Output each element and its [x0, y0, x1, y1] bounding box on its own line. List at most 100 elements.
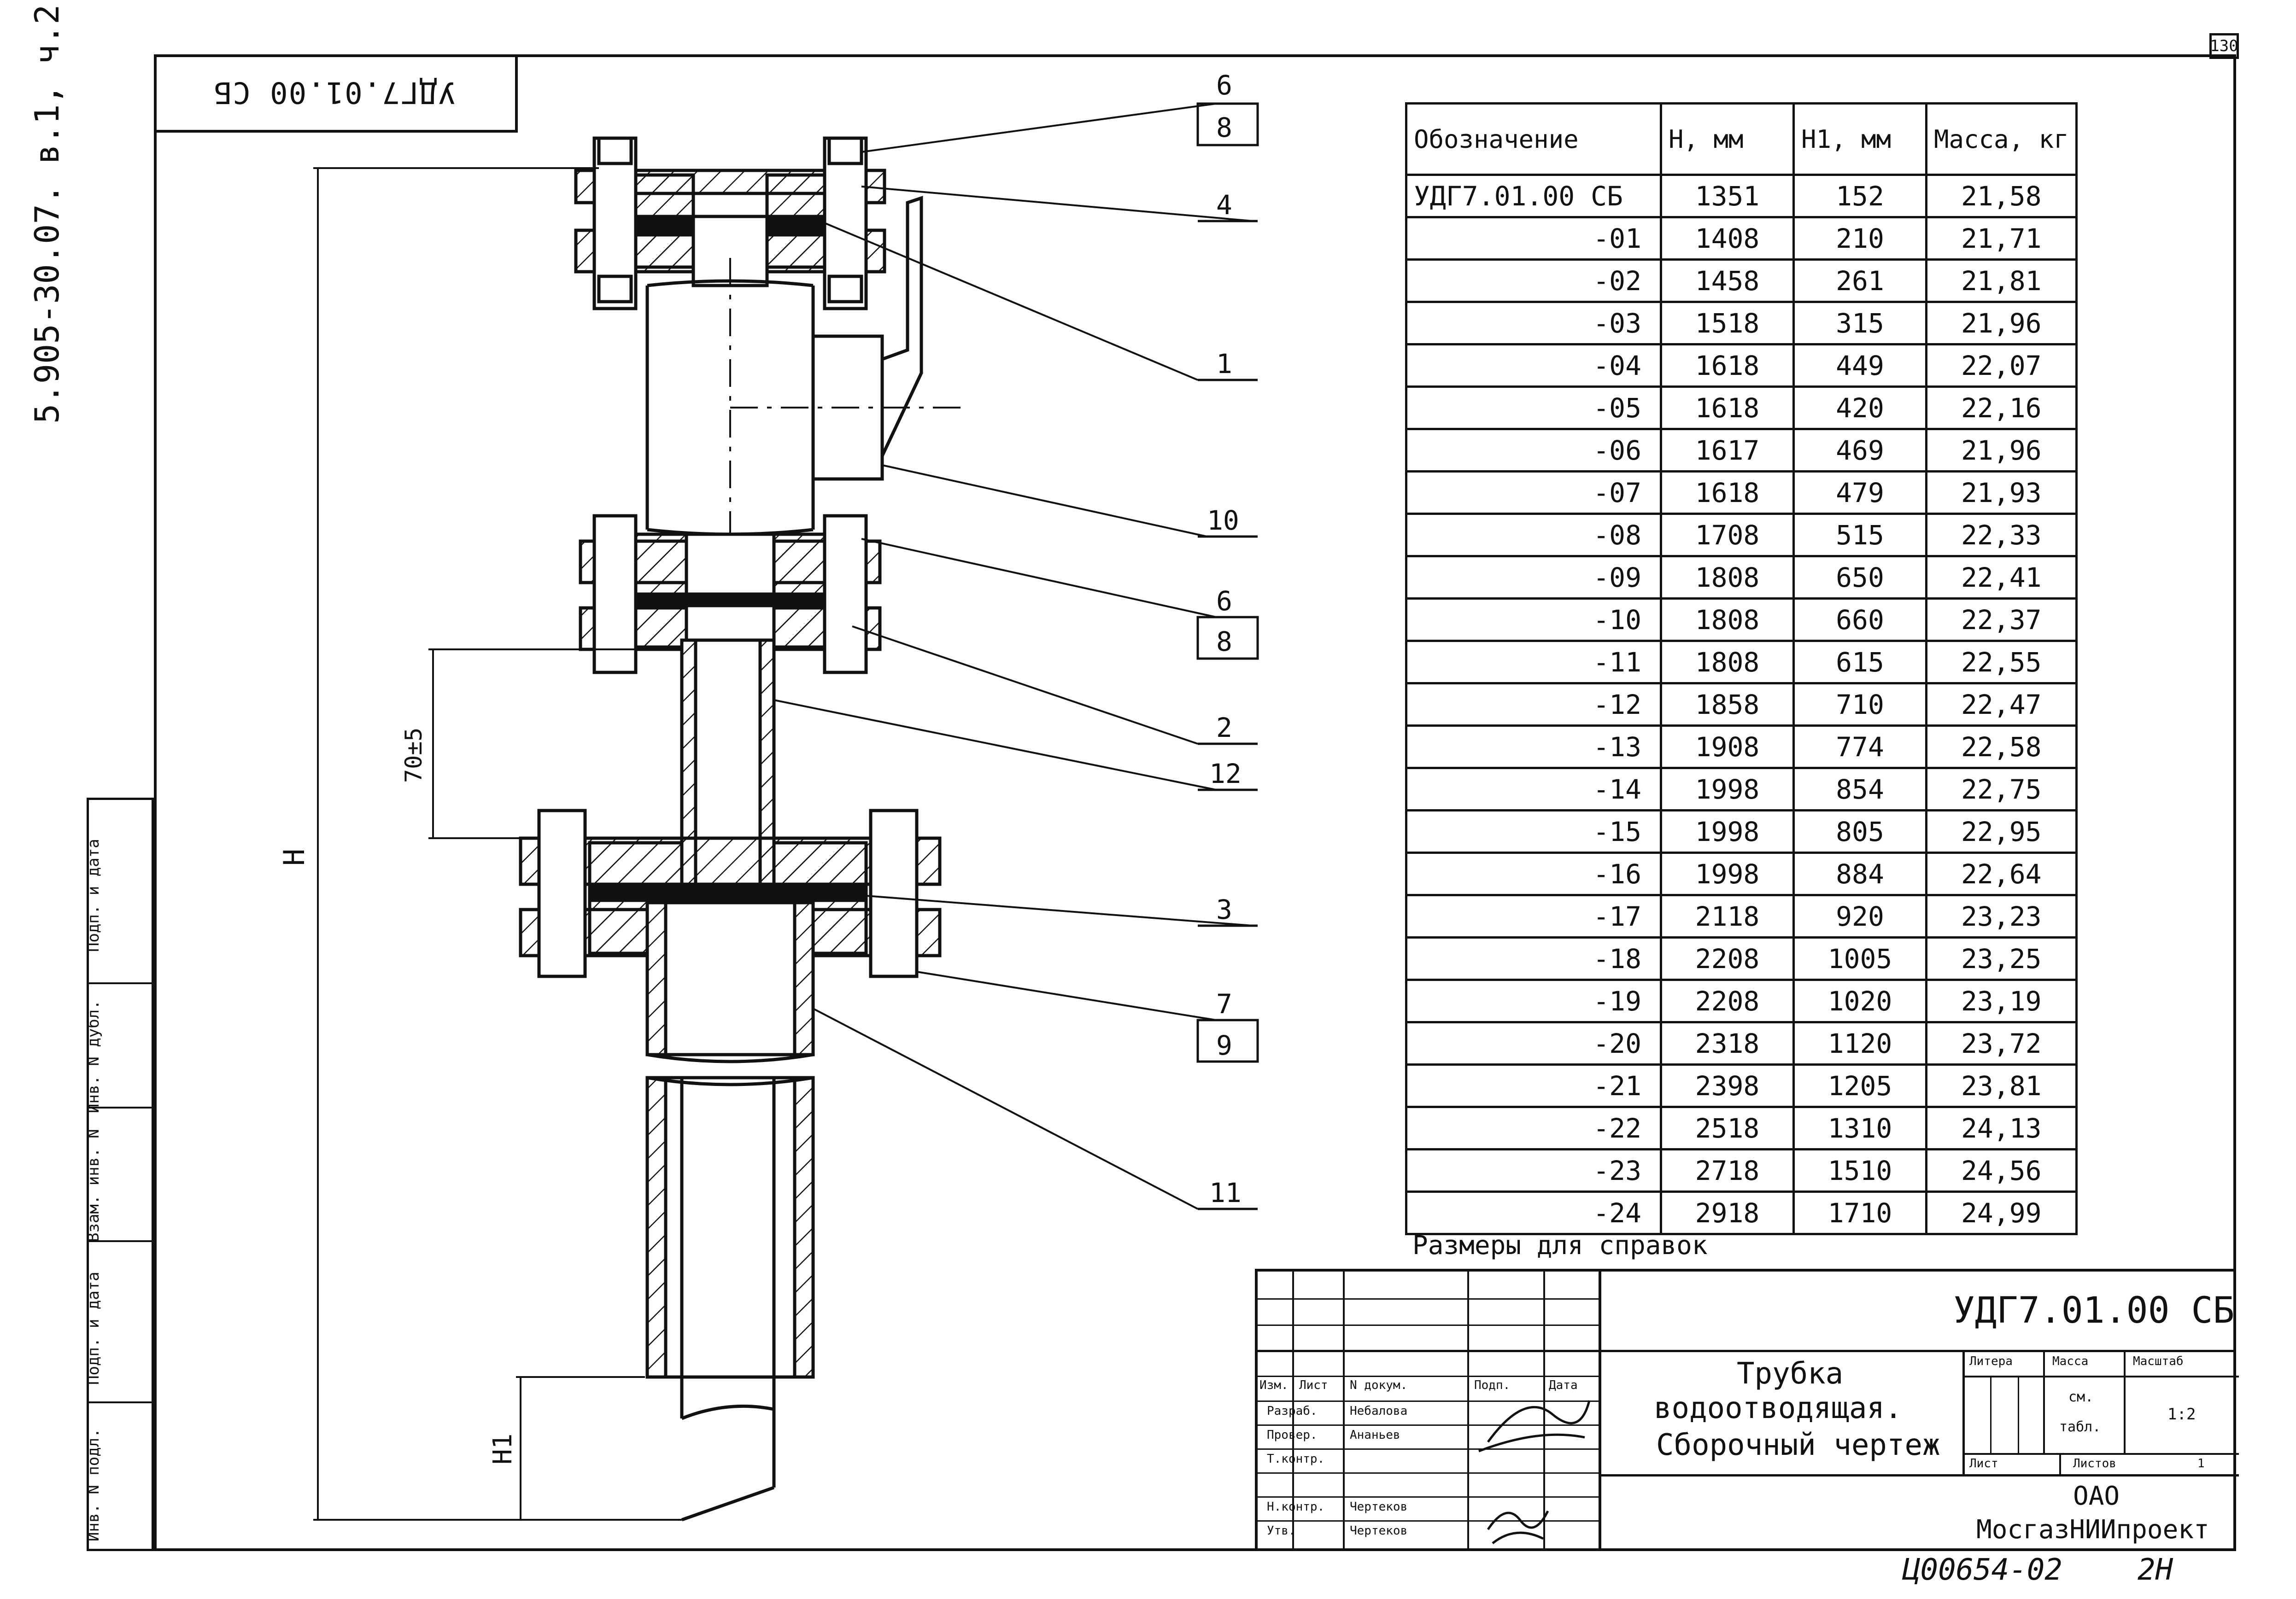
spec-table-cell: -22 — [1405, 1106, 1662, 1150]
tb-title-line3: Сборочный чертеж — [1656, 1428, 1940, 1462]
spec-table-cell: 469 — [1792, 428, 1927, 473]
sheet-label: Лист — [1969, 1457, 1998, 1471]
spec-table-cell: 2518 — [1660, 1106, 1795, 1150]
spec-table-cell: -16 — [1405, 852, 1662, 896]
spec-table-cell: 1708 — [1660, 513, 1795, 557]
spec-table-cell: 24,56 — [1925, 1148, 2078, 1193]
spec-table-cell: -01 — [1405, 216, 1662, 261]
spec-table-cell: 22,16 — [1925, 385, 2078, 430]
spec-table-cell: 2718 — [1660, 1148, 1795, 1193]
tb-title-line1: Трубка — [1737, 1357, 1844, 1391]
spec-table-cell: -06 — [1405, 428, 1662, 473]
dim-h1-label: H1 — [488, 1434, 518, 1465]
callout-1: 1 — [1216, 348, 1232, 379]
spec-table-cell: 449 — [1792, 343, 1927, 388]
role-ncontrol: Н.контр. — [1267, 1500, 1325, 1514]
mass-value-line1: см. — [2068, 1389, 2094, 1405]
spec-table-cell: -02 — [1405, 258, 1662, 303]
spec-table-cell: 1510 — [1792, 1148, 1927, 1193]
callout-8-top: 8 — [1216, 112, 1232, 143]
spec-table-cell: 22,95 — [1925, 809, 2078, 854]
spec-table-cell: 615 — [1792, 640, 1927, 684]
spec-table-cell: 1205 — [1792, 1063, 1927, 1108]
callout-7: 7 — [1216, 988, 1232, 1020]
callout-shelves — [1196, 102, 1259, 1210]
spec-table-cell: -18 — [1405, 936, 1662, 981]
handwritten-code: Ц00654-02 — [1903, 1553, 2062, 1587]
outer-pipe-11 — [645, 901, 815, 1522]
spec-table-cell: 1310 — [1792, 1106, 1927, 1150]
spec-table-cell: 21,81 — [1925, 258, 2078, 303]
handwritten-suffix: 2Н — [2138, 1553, 2173, 1587]
spec-table-cell: 1408 — [1660, 216, 1795, 261]
spec-table-cell: 24,13 — [1925, 1106, 2078, 1150]
spec-table-header-row: Обозначение H, мм H1, мм Масса, кг — [1405, 102, 2078, 176]
spec-table-cell: 22,58 — [1925, 724, 2078, 769]
spec-table-cell: -07 — [1405, 470, 1662, 515]
header-mass: Масса, кг — [1925, 102, 2078, 176]
spec-table-cell: -20 — [1405, 1021, 1662, 1066]
upside-down-designation-stamp: УДГ7.01.00 СБ — [154, 54, 518, 133]
dimension-lines — [313, 167, 682, 1521]
drawing-frame — [154, 54, 2236, 1551]
mass-label: Масса — [2052, 1354, 2089, 1368]
spec-table-cell: 1908 — [1660, 724, 1795, 769]
spec-table-cell: 2118 — [1660, 894, 1795, 939]
spec-table-cell: 22,33 — [1925, 513, 2078, 557]
callout-9: 9 — [1216, 1030, 1232, 1061]
spec-table-cell: -12 — [1405, 682, 1662, 727]
signatures — [1478, 1400, 1591, 1544]
spec-table-cell: 1618 — [1660, 470, 1795, 515]
spec-table-cell: 710 — [1792, 682, 1927, 727]
name-checker: Ананьев — [1350, 1428, 1400, 1442]
spec-table-cell: 1351 — [1660, 174, 1795, 218]
spec-table-cell: -11 — [1405, 640, 1662, 684]
spec-table-cell: 1858 — [1660, 682, 1795, 727]
callout-2: 2 — [1216, 712, 1232, 743]
header-h1: H1, мм — [1792, 102, 1927, 176]
spec-table-cell: -10 — [1405, 597, 1662, 642]
role-tcontrol: Т.контр. — [1267, 1452, 1325, 1466]
spec-table-cell: 1458 — [1660, 258, 1795, 303]
middle-flange — [579, 514, 882, 674]
col-header-doc: N докум. — [1350, 1378, 1408, 1392]
spec-table-cell: 23,19 — [1925, 979, 2078, 1023]
spec-table-cell: 2208 — [1660, 979, 1795, 1023]
spec-table: Обозначение H, мм H1, мм Масса, кг УДГ7.… — [1405, 102, 2078, 1235]
spec-table-cell: 920 — [1792, 894, 1927, 939]
callout-10: 10 — [1207, 505, 1239, 536]
col-header-date: Дата — [1549, 1378, 1578, 1392]
spec-table-cell: 21,93 — [1925, 470, 2078, 515]
callout-12: 12 — [1209, 758, 1242, 789]
spec-table-cell: 21,58 — [1925, 174, 2078, 218]
org-line2: МосгазНИИпроект — [1976, 1515, 2209, 1545]
litera-label: Литера — [1969, 1354, 2013, 1368]
col-header-sheet: Лист — [1299, 1378, 1328, 1392]
spec-table-cell: -08 — [1405, 513, 1662, 557]
spec-table-cell: 210 — [1792, 216, 1927, 261]
spec-table-cell: 2918 — [1660, 1190, 1795, 1235]
role-developer: Разраб. — [1267, 1404, 1318, 1418]
spec-table-cell: 1120 — [1792, 1021, 1927, 1066]
scale-value: 1:2 — [2167, 1405, 2196, 1424]
spec-table-cell: 854 — [1792, 767, 1927, 811]
spec-table-cell: 1618 — [1660, 385, 1795, 430]
mass-value-line2: табл. — [2059, 1419, 2101, 1435]
spec-table-cell: 660 — [1792, 597, 1927, 642]
dim-tolerance-label: 70±5 — [400, 728, 427, 783]
spec-table-cell: -14 — [1405, 767, 1662, 811]
role-checker: Провер. — [1267, 1428, 1318, 1442]
